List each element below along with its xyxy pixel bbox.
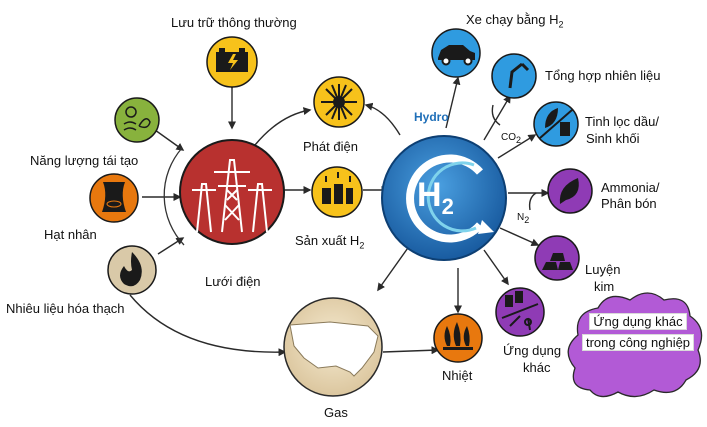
power-gen-node — [313, 76, 365, 128]
turbine-icon — [321, 84, 357, 120]
branch-n2 — [528, 192, 537, 211]
arrow-fossil-gas — [129, 294, 287, 357]
car-icon — [438, 45, 475, 66]
flames-icon — [443, 322, 473, 350]
factory-icon — [322, 172, 353, 204]
battery-icon — [216, 48, 248, 72]
fuel-synth-node — [491, 53, 537, 99]
n2-label: N2 — [517, 212, 530, 225]
ammonia-label-2: Phân bón — [601, 196, 657, 211]
cooling-tower-icon — [102, 182, 126, 212]
other-apps-label-1: Ứng dụng — [503, 343, 562, 358]
arrow-hydro-metal — [499, 227, 540, 246]
renewable-circle — [114, 97, 160, 143]
connector-arrows — [129, 76, 550, 357]
other-apps-label-2: khác — [523, 360, 551, 375]
nuclear-node — [89, 173, 139, 223]
fuel-nozzle-icon — [508, 62, 530, 89]
refine-label-1: Tinh lọc dầu/ — [585, 114, 659, 129]
hydro-swirl-icon — [406, 154, 483, 243]
arrow-hydro-vehicle — [445, 76, 461, 129]
power-tower-icon — [192, 159, 272, 233]
grid-circle — [179, 139, 285, 245]
ammonia-label-1: Ammonia/ — [601, 180, 660, 195]
storage-node — [206, 36, 258, 88]
power-gen-label: Phát điện — [303, 139, 358, 154]
hydro-label: Hydro — [414, 110, 449, 124]
industry-label-2: trong công nghiệp — [581, 334, 695, 351]
arrow-hydro-gas — [377, 237, 418, 292]
fossil-label: Nhiêu liệu hóa thạch — [6, 301, 125, 316]
arrow-hydro-refine — [497, 134, 537, 159]
leaf-icon — [559, 178, 579, 204]
grid-label: Lưới điện — [205, 274, 261, 289]
refine-node — [533, 101, 579, 147]
industry-label-1: Ứng dụng khác — [589, 313, 687, 330]
storage-label: Lưu trữ thông thường — [171, 15, 297, 30]
flame-icon — [120, 252, 142, 287]
arrow-hydro-power — [364, 102, 401, 136]
vehicle-node — [431, 28, 481, 78]
gas-label: Gas — [324, 405, 348, 420]
ammonia-node — [547, 168, 593, 214]
nuclear-label: Hạt nhân — [44, 227, 97, 242]
metal-node — [534, 235, 580, 281]
leaf-barrel-icon — [539, 108, 573, 139]
fossil-node — [107, 245, 157, 295]
us-map-icon — [289, 321, 379, 377]
renewable-node — [114, 97, 160, 143]
ingots-icon — [542, 253, 573, 270]
arrow-gas-heat — [382, 346, 440, 355]
industry-cloud-label: Ứng dụng khác trong công nghiệp — [574, 311, 702, 353]
renewable-label: Năng lượng tái tạo — [30, 153, 139, 168]
arrow-hydro-other — [483, 249, 509, 286]
tools-icon — [501, 291, 539, 331]
h2-production-node — [311, 166, 363, 218]
hydro-node — [381, 135, 507, 261]
refine-label-2: Sinh khối — [586, 131, 640, 146]
arrow-fossil-grid — [157, 237, 185, 255]
metal-label-1: Luyện — [585, 262, 621, 277]
arrow-power-grid — [254, 107, 312, 146]
other-apps-node — [495, 287, 545, 337]
vehicle-label: Xe chạy bằng H2 — [466, 12, 564, 30]
heat-label: Nhiệt — [442, 368, 473, 383]
gas-node — [283, 297, 383, 397]
branch-co2 — [491, 104, 501, 126]
metal-label-2: kim — [594, 279, 615, 294]
sun-wind-leaf-icon — [123, 106, 151, 131]
co2-label: CO2 — [501, 132, 522, 145]
fuel-synth-label: Tổng hợp nhiên liệu — [545, 68, 661, 83]
fuel-synth-circle — [491, 53, 537, 99]
heat-node — [433, 313, 483, 363]
h2-symbol: H2 — [417, 176, 454, 219]
h2-production-label: Sản xuất H2 — [295, 233, 365, 251]
arrow-renewable-grid — [154, 129, 185, 151]
arrow-hydro-fuel — [483, 94, 511, 141]
grid-node — [163, 139, 285, 246]
